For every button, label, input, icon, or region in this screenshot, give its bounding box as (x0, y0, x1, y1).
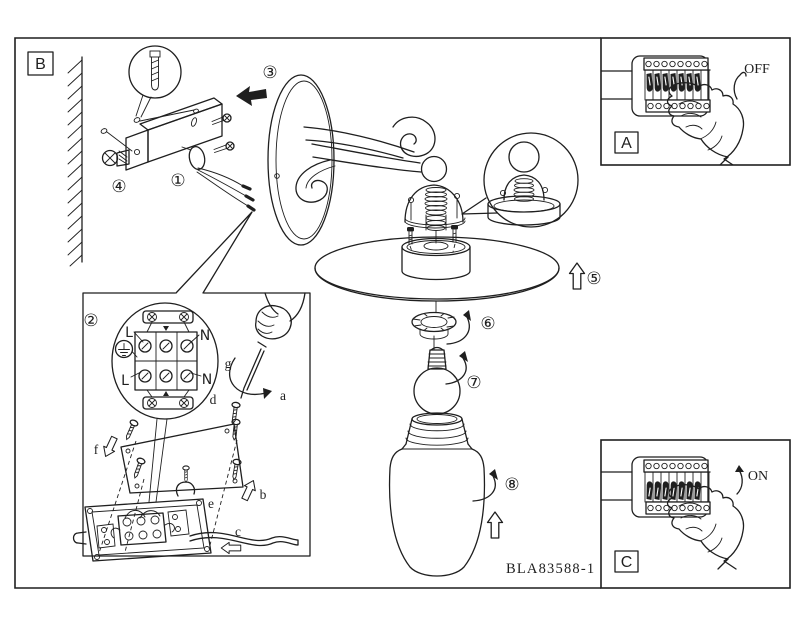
main-panel-label: B (35, 56, 46, 73)
hand-icon (666, 82, 745, 165)
breaker-off-panel (601, 55, 747, 165)
flick-motion-arrow (736, 469, 743, 495)
bulb-assembly: ⑦ (413, 335, 482, 415)
flick-motion-line (733, 71, 747, 100)
terminal-label-neutral-bottom: N (202, 372, 212, 388)
callout-a: a (280, 388, 286, 403)
terminal-label-live-top: L (125, 325, 133, 341)
socket-screw (451, 225, 458, 243)
detail-pointer-lines (175, 211, 253, 294)
threaded-ring-assembly: ⑥ (411, 300, 496, 345)
socket-detail-callout (461, 132, 579, 228)
main-panel: B (27, 45, 602, 577)
callout-e: e (208, 496, 214, 511)
rotate-arrow-icon (229, 357, 267, 395)
lamp-socket (404, 184, 466, 255)
wall-plate-assembly: ③ (236, 63, 335, 246)
shade-disc (314, 236, 560, 300)
shade-disc-assembly: ⑤ (314, 236, 602, 302)
terminal-block-detail: L N L N d (111, 302, 219, 420)
cover-plate (120, 423, 244, 494)
direction-arrow-icon (99, 434, 121, 460)
step-8-marker: ⑧ (504, 475, 519, 495)
step-5-arrow-icon (568, 262, 586, 290)
panel-c-label: C (621, 554, 633, 571)
junction-box: c (72, 498, 299, 562)
lamp-arm (295, 116, 448, 203)
cable-clamp: e (175, 465, 214, 511)
callout-f: f (94, 442, 99, 457)
step-5-marker: ⑤ (586, 269, 601, 289)
panel-a-label: A (621, 135, 632, 152)
direction-arrow-icon (220, 541, 242, 555)
step-4-marker: ④ (111, 177, 126, 197)
breaker-on-panel-labels: ON C (614, 469, 768, 573)
hand-icon (255, 304, 292, 340)
bracket-screw (213, 141, 235, 153)
mounting-bracket: ① ④ (100, 97, 256, 212)
rotate-arrow-icon (445, 357, 467, 385)
anchor-hole (100, 128, 108, 134)
breaker-on-panel (601, 456, 745, 570)
panel-c-label-box (614, 550, 639, 573)
panel-a-label-box (614, 131, 639, 154)
step-6-marker: ⑥ (480, 314, 495, 334)
step-1-marker: ① (170, 171, 185, 191)
screwdriver-hand: g a (225, 292, 306, 425)
socket-cylinder (401, 237, 471, 281)
terminal-strip (645, 99, 711, 113)
screwdriver-icon (240, 348, 265, 399)
off-status-label: OFF (744, 62, 770, 77)
callout-b: b (260, 487, 267, 502)
bracket-screw (211, 113, 232, 125)
rotate-arrow-icon (446, 316, 470, 345)
supply-wires (196, 167, 256, 212)
panel-borders (14, 37, 791, 589)
arm-ball-joint (420, 155, 448, 183)
step-3-marker: ③ (262, 63, 277, 83)
breaker-on-panel-border (600, 439, 791, 589)
anchor-hole (133, 117, 141, 123)
callout-g: g (225, 356, 232, 371)
direction-arrow-left-icon (236, 86, 267, 106)
earth-symbol-icon (114, 339, 138, 359)
wiring-panel-border (82, 292, 311, 557)
step-2-marker: ② (83, 311, 98, 331)
terminal-strip (645, 501, 711, 515)
terminal-label-neutral-top: N (200, 328, 210, 344)
main-panel-label-box (27, 51, 54, 76)
terminal-strip (643, 57, 709, 71)
rotate-arrow-icon (472, 475, 496, 502)
terminal-label-live-bottom: L (121, 373, 129, 389)
callout-d: d (210, 392, 217, 407)
pan-screw (101, 149, 130, 167)
screw-icon (182, 465, 190, 483)
on-status-label: ON (748, 469, 768, 484)
wiring-detail-panel: ② (72, 292, 311, 562)
terminal-strip (643, 459, 709, 473)
wall-plug-icon (149, 50, 161, 91)
wall-plate (267, 74, 335, 246)
step-8-arrow-icon (486, 511, 504, 539)
arm-scroll (392, 116, 436, 158)
breaker-off-panel-border (600, 37, 791, 166)
callout-c: c (235, 524, 241, 539)
breaker-off-panel-labels: OFF A (614, 62, 770, 154)
mains-cable (189, 531, 299, 547)
glass-shade: ⑧ (388, 412, 520, 577)
bulb-globe (413, 367, 461, 415)
part-code: BLA83588-1 (506, 561, 595, 577)
cable-gland (72, 531, 87, 545)
screw-icon (122, 418, 140, 442)
wire-loop (188, 145, 206, 171)
wall-anchor-callout (128, 45, 182, 118)
main-panel-border (14, 37, 601, 589)
wall-hatch (67, 56, 83, 267)
arm-curl (295, 159, 331, 203)
step-7-marker: ⑦ (466, 373, 481, 393)
screw-icon (130, 456, 147, 480)
threaded-ring (411, 311, 457, 333)
